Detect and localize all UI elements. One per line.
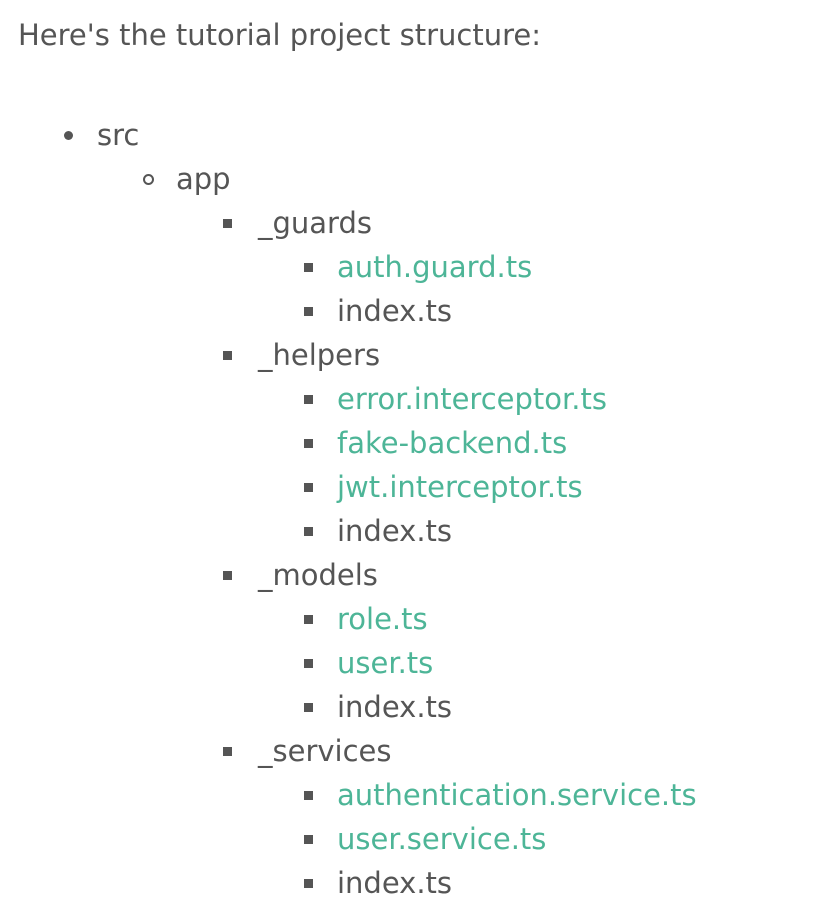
square-bullet — [304, 835, 313, 844]
square-bullet — [223, 219, 232, 228]
file-label-index: index.ts — [337, 294, 453, 328]
tree-item-file: user.service.ts — [304, 817, 547, 861]
file-link-user-service[interactable]: user.service.ts — [337, 822, 547, 856]
tree-item-file: index.ts — [304, 861, 453, 905]
square-bullet — [304, 439, 313, 448]
file-link-role[interactable]: role.ts — [337, 602, 428, 636]
folder-label-src: src — [97, 118, 140, 152]
tree-item-file: user.ts — [304, 641, 434, 685]
tree-item-helpers: _helpers — [223, 333, 381, 377]
square-bullet — [304, 527, 313, 536]
square-bullet — [223, 747, 232, 756]
square-bullet — [304, 307, 313, 316]
tree-item-guards: _guards — [223, 201, 372, 245]
intro-text: Here's the tutorial project structure: — [18, 18, 542, 52]
tree-item-services: _services — [223, 729, 392, 773]
tree-item-file: role.ts — [304, 597, 428, 641]
tree-item-models: _models — [223, 553, 378, 597]
square-bullet — [223, 571, 232, 580]
tree-item-file: index.ts — [304, 289, 453, 333]
tree-item-src: src — [64, 113, 140, 157]
file-label-index: index.ts — [337, 866, 453, 900]
tree-item-file: error.interceptor.ts — [304, 377, 607, 421]
square-bullet — [304, 703, 313, 712]
tree-item-file: index.ts — [304, 509, 453, 553]
tree-item-file: jwt.interceptor.ts — [304, 465, 583, 509]
folder-label-services: _services — [258, 734, 392, 768]
circle-bullet — [143, 174, 154, 185]
file-link-error-interceptor[interactable]: error.interceptor.ts — [337, 382, 607, 416]
file-link-jwt-interceptor[interactable]: jwt.interceptor.ts — [337, 470, 583, 504]
folder-label-helpers: _helpers — [258, 338, 381, 372]
square-bullet — [304, 791, 313, 800]
square-bullet — [223, 351, 232, 360]
folder-label-models: _models — [258, 558, 378, 592]
folder-label-guards: _guards — [258, 206, 372, 240]
square-bullet — [304, 395, 313, 404]
square-bullet — [304, 483, 313, 492]
folder-label-app: app — [176, 162, 231, 196]
file-label-index: index.ts — [337, 690, 453, 724]
file-link-user[interactable]: user.ts — [337, 646, 434, 680]
file-link-authentication-service[interactable]: authentication.service.ts — [337, 778, 697, 812]
square-bullet — [304, 263, 313, 272]
tree-item-file: index.ts — [304, 685, 453, 729]
disc-bullet — [64, 131, 73, 140]
tree-item-file: auth.guard.ts — [304, 245, 533, 289]
tree-item-app: app — [143, 157, 231, 201]
tree-item-file: fake-backend.ts — [304, 421, 568, 465]
file-label-index: index.ts — [337, 514, 453, 548]
file-link-auth-guard[interactable]: auth.guard.ts — [337, 250, 533, 284]
square-bullet — [304, 615, 313, 624]
tree-item-file: authentication.service.ts — [304, 773, 697, 817]
square-bullet — [304, 659, 313, 668]
square-bullet — [304, 879, 313, 888]
file-link-fake-backend[interactable]: fake-backend.ts — [337, 426, 568, 460]
